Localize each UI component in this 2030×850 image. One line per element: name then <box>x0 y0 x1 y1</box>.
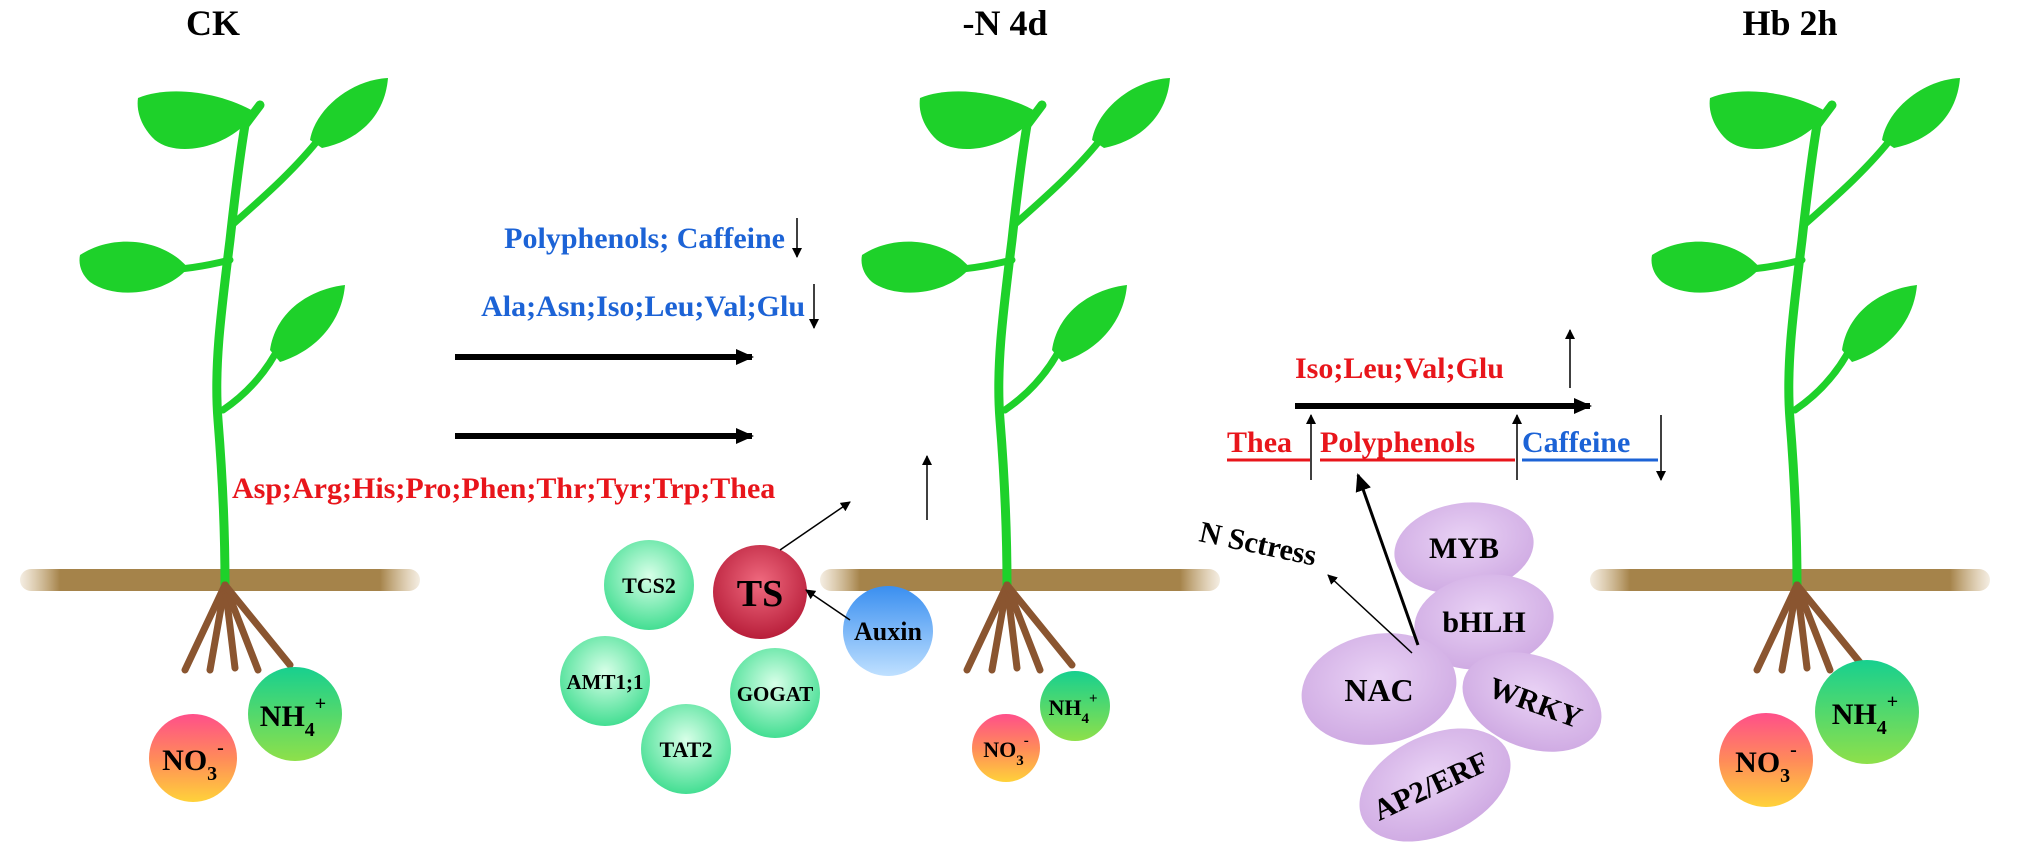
tf-to-polyphenols-arrow <box>1355 473 1420 646</box>
increased-metabolites: Asp;Arg;His;Pro;Phen;Thr;Tyr;Trp;Thea <box>232 472 775 505</box>
svg-text:AMT1;1: AMT1;1 <box>567 670 644 694</box>
n-stress-label: N Sctress <box>1197 516 1320 573</box>
caffeine-label: Caffeine <box>1522 426 1630 459</box>
panel-title-ck: CK <box>186 3 240 43</box>
svg-text:NO3-: NO3- <box>162 737 224 785</box>
svg-text:Auxin: Auxin <box>854 617 922 646</box>
svg-text:NH4+: NH4+ <box>1832 691 1898 739</box>
polyphenols-label: Polyphenols <box>1320 426 1475 459</box>
increased-amino-acids-hb: Iso;Leu;Val;Glu <box>1295 352 1504 385</box>
soil-strip-minus-n <box>820 569 1220 591</box>
no3-ion-hb: NO3- <box>1719 713 1813 807</box>
gene-tcs2: TCS2 <box>604 540 694 630</box>
svg-text:TS: TS <box>737 573 783 615</box>
svg-text:NAC: NAC <box>1344 672 1413 708</box>
no3-ion-ck: NO3- <box>149 714 237 802</box>
auxin-bubble: Auxin <box>843 586 933 676</box>
nh4-ion-minus-n: NH4+ <box>1040 671 1110 741</box>
tf-nac: NAC <box>1301 633 1457 745</box>
gene-tat2: TAT2 <box>641 704 731 794</box>
svg-text:NH4+: NH4+ <box>260 693 326 741</box>
gene-amt: AMT1;1 <box>560 636 650 726</box>
thea-label: Thea <box>1227 426 1292 459</box>
tf-ap2-erf: AP2/ERF <box>1359 728 1511 842</box>
svg-text:NH4+: NH4+ <box>1048 691 1097 727</box>
tf-bhlh: bHLH <box>1414 574 1554 670</box>
svg-text:GOGAT: GOGAT <box>737 682 814 706</box>
gene-ts: TS <box>713 545 807 639</box>
svg-text:MYB: MYB <box>1429 532 1499 565</box>
decreased-metabolites-1: Polyphenols; Caffeine <box>504 222 785 255</box>
panel-title-minus-n: -N 4d <box>962 3 1047 43</box>
svg-text:NO3-: NO3- <box>1735 739 1797 787</box>
panel-title-hb: Hb 2h <box>1742 3 1837 43</box>
tf-wrky: WRKY <box>1462 652 1602 752</box>
svg-text:bHLH: bHLH <box>1442 606 1525 639</box>
nh4-ion-hb: NH4+ <box>1815 660 1919 764</box>
soil-strip-ck <box>20 569 420 591</box>
tf-to-n-stress-arrow <box>1327 574 1413 654</box>
tf-myb: MYB <box>1394 502 1534 594</box>
svg-text:NO3-: NO3- <box>983 733 1029 769</box>
soil-strip-hb <box>1590 569 1990 591</box>
nh4-ion-ck: NH4+ <box>248 667 342 761</box>
svg-text:TCS2: TCS2 <box>622 573 676 598</box>
svg-text:TAT2: TAT2 <box>660 737 713 762</box>
ts-to-thea-arrow <box>779 501 851 551</box>
auxin-to-ts-arrow <box>805 589 851 621</box>
gene-gogat: GOGAT <box>730 648 820 738</box>
decreased-metabolites-2: Ala;Asn;Iso;Leu;Val;Glu <box>481 290 805 323</box>
no3-ion-minus-n: NO3- <box>972 714 1040 782</box>
